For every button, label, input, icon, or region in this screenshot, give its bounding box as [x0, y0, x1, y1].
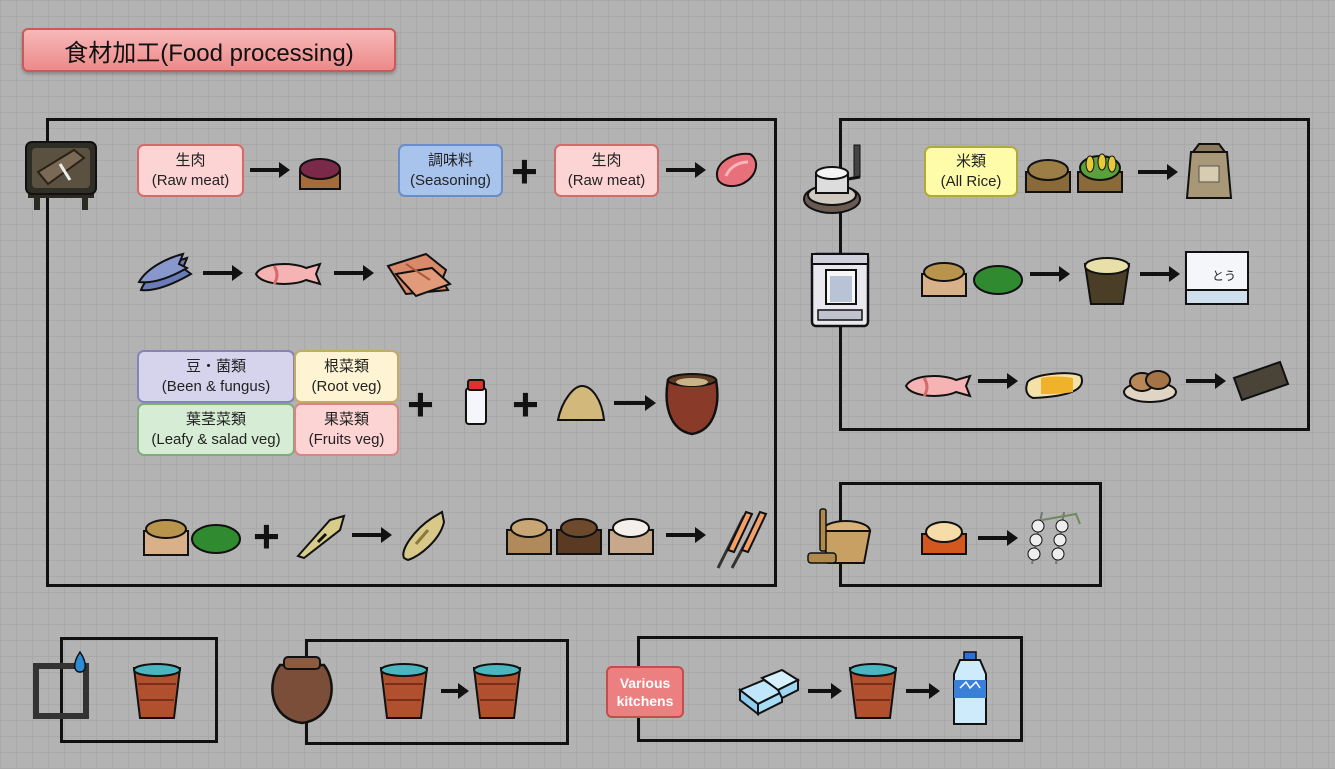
blender-icon — [810, 250, 872, 330]
water-bucket-icon — [470, 662, 524, 720]
water-frame — [60, 637, 218, 743]
raw-meat-tag: 生肉 (Raw meat) — [137, 144, 244, 197]
minced-meat-icon — [296, 153, 344, 193]
page-title: 食材加工(Food processing) — [22, 28, 396, 72]
arrow-icon — [666, 527, 706, 543]
pickle-pot-icon — [664, 372, 720, 436]
fish-icon — [137, 252, 193, 298]
raw-meat-jp-2: 生肉 — [591, 152, 622, 169]
dried-block-icon — [1232, 360, 1290, 402]
cutting-board-icon — [24, 140, 98, 212]
ice-blocks-icon — [738, 664, 801, 717]
flour-sack-icon — [1185, 142, 1233, 200]
leafy-veg-tag: 葉茎菜類 (Leafy & salad veg) — [137, 403, 295, 456]
arrow-icon — [203, 265, 243, 281]
fruit-en: (Fruits veg) — [308, 430, 385, 448]
arrow-icon — [808, 683, 842, 699]
fruit-veg-tag: 果菜類 (Fruits veg) — [294, 403, 399, 456]
arrow-icon — [250, 162, 290, 178]
tofu-icon: とう — [1184, 250, 1250, 306]
arrow-icon — [906, 683, 940, 699]
various-kitchens-tag: Various kitchens — [606, 666, 684, 718]
arrow-icon — [1030, 266, 1070, 282]
skewers-icon — [714, 506, 768, 570]
rice-tag: 米類 (All Rice) — [924, 146, 1018, 197]
fish-fillet-icon — [254, 260, 322, 288]
soymilk-pot-icon — [1081, 254, 1133, 306]
fruit-jp: 果菜類 — [323, 411, 369, 428]
straw-bundle-icon — [296, 512, 346, 560]
soybeans-icon — [920, 258, 1024, 298]
raw-meat-en: (Raw meat) — [151, 171, 230, 189]
katsuobushi-icon — [1023, 366, 1085, 402]
water-source-icon — [33, 650, 90, 720]
rice-bale-icon — [1024, 152, 1124, 194]
arrow-icon — [978, 373, 1018, 389]
salted-fish-icon — [904, 372, 972, 400]
raw-meat-en-2: (Raw meat) — [567, 171, 646, 189]
root-jp: 根菜類 — [323, 358, 369, 375]
water-bottle-icon — [950, 650, 990, 728]
beans-greens-icon — [142, 515, 242, 557]
seasoning-jp: 調味料 — [427, 152, 473, 169]
seasoning-tag: 調味料 (Seasoning) — [398, 144, 503, 197]
plus-sign: + — [511, 145, 538, 197]
arrow-icon — [1186, 373, 1226, 389]
flour-blocks-icon — [505, 514, 657, 556]
bean-en: (Been & fungus) — [161, 377, 271, 395]
kitchens-line-1: Various — [619, 674, 671, 691]
dried-fish-icon — [386, 250, 452, 300]
arrow-icon — [334, 265, 374, 281]
bean-fungus-tag: 豆・菌類 (Been & fungus) — [137, 350, 295, 403]
water-bucket-icon — [130, 662, 184, 720]
bean-jp: 豆・菌類 — [185, 358, 246, 375]
arrow-icon — [1140, 266, 1180, 282]
raw-meat-jp: 生肉 — [175, 152, 206, 169]
arrow-icon — [978, 530, 1018, 546]
root-en: (Root veg) — [311, 377, 382, 395]
natto-straw-icon — [400, 510, 448, 562]
rice-cake-icon — [920, 518, 968, 556]
rice-jp: 米類 — [955, 153, 986, 170]
arrow-icon — [614, 395, 656, 411]
kitchens-line-2: kitchens — [616, 693, 674, 709]
arrow-icon — [666, 162, 706, 178]
plus-sign: + — [407, 378, 434, 430]
millstone-icon — [802, 144, 862, 217]
seasoning-en: (Seasoning) — [410, 171, 491, 189]
plus-sign: + — [512, 378, 539, 430]
water-bucket-icon — [377, 662, 431, 720]
root-veg-tag: 根菜類 (Root veg) — [294, 350, 399, 403]
koji-pile-icon — [556, 382, 606, 424]
main-processing-frame — [46, 118, 777, 587]
dango-skewers-icon — [1026, 510, 1084, 566]
mushrooms-plate-icon — [1122, 362, 1178, 404]
jar-water-frame — [305, 639, 569, 745]
arrow-icon — [1138, 164, 1178, 180]
arrow-icon — [441, 683, 469, 699]
raw-meat-tag-2: 生肉 (Raw meat) — [554, 144, 659, 197]
arrow-icon — [352, 527, 392, 543]
mortar-icon — [806, 507, 874, 571]
leafy-en: (Leafy & salad veg) — [151, 430, 281, 448]
plus-sign: + — [253, 510, 280, 562]
leafy-jp: 葉茎菜類 — [185, 411, 246, 428]
seasoned-meat-icon — [712, 150, 760, 190]
rice-en: (All Rice) — [940, 172, 1002, 190]
water-bucket-icon — [846, 662, 900, 720]
storage-jar-icon — [270, 655, 334, 727]
svg-text:とう: とう — [1212, 269, 1236, 283]
salt-shaker-icon — [462, 378, 490, 426]
